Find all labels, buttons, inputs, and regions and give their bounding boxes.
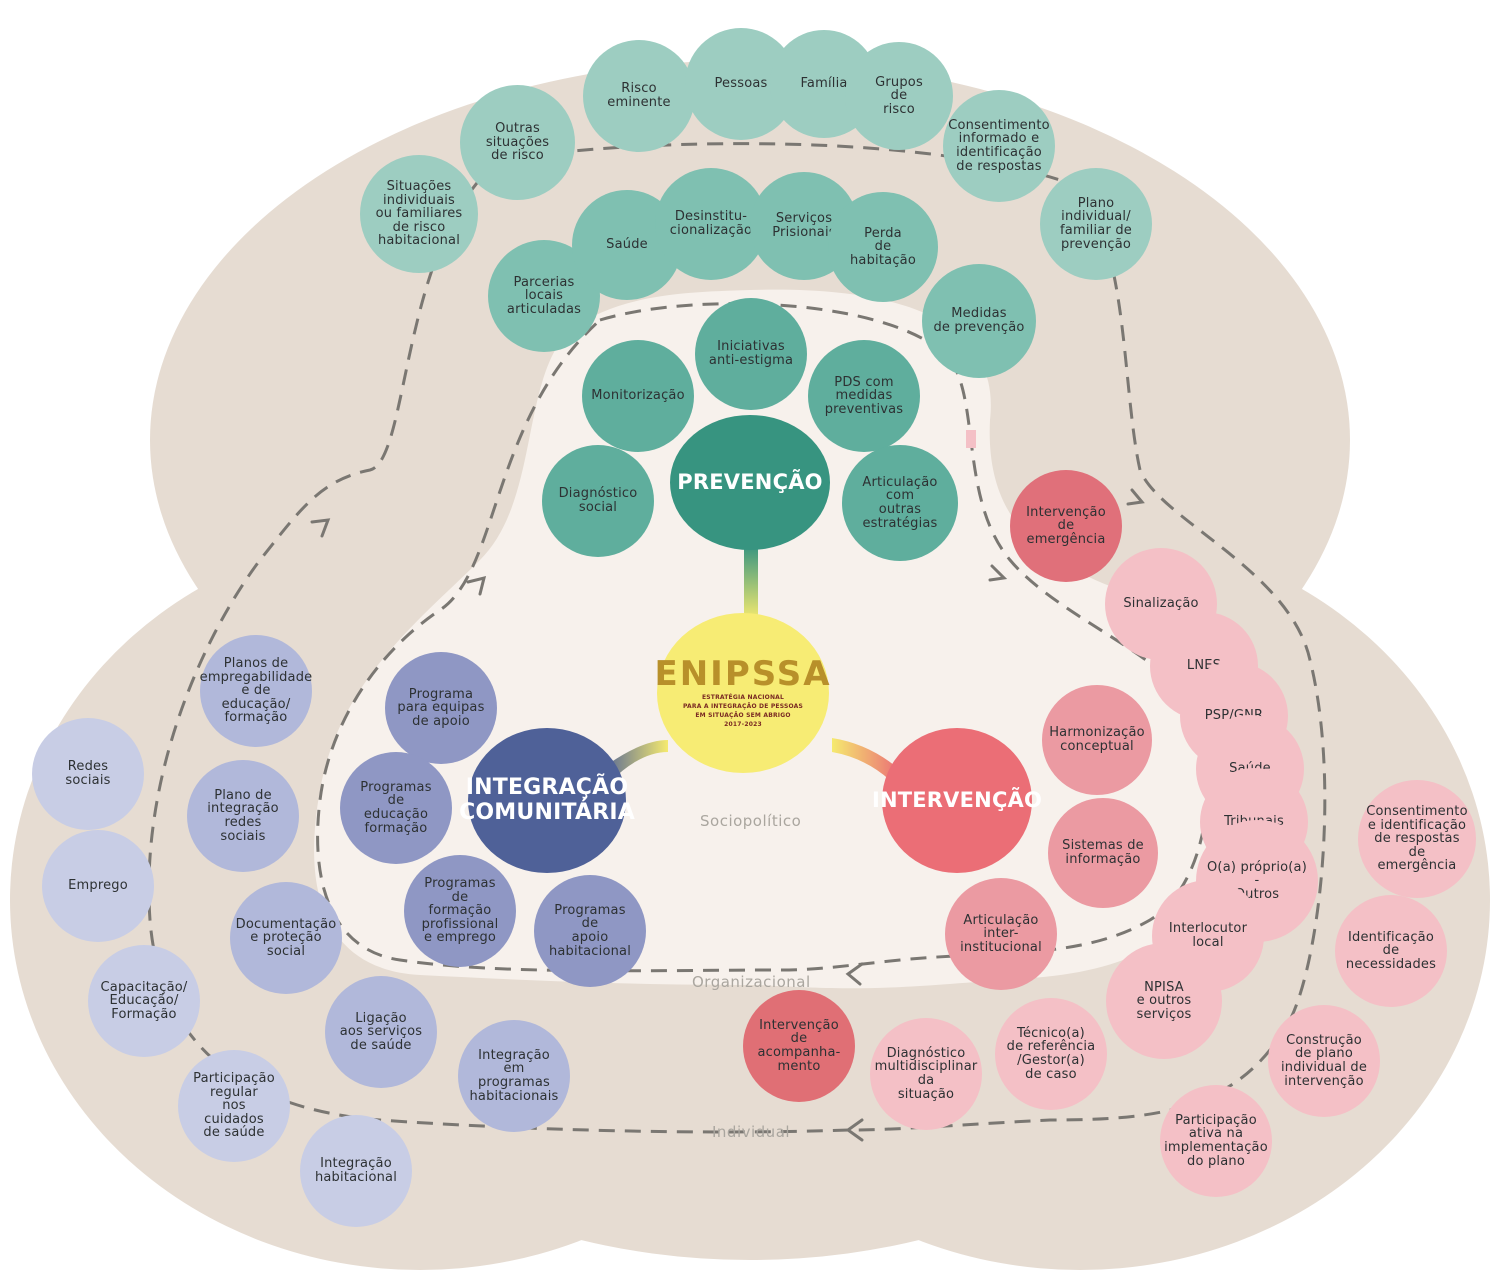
- small-marker: [966, 430, 976, 448]
- bubble-perda-de-habitacao: Perda de habitação: [828, 192, 938, 302]
- bubble-sistemas-de-informacao: Sistemas de informação: [1048, 798, 1158, 908]
- axis-prevencao: PREVENÇÃO: [670, 415, 830, 550]
- logo-subtitle-1: ESTRATÉGIA NACIONAL: [701, 694, 785, 702]
- bubble-programas-educacao-formacao: Programas de educação formação: [340, 752, 452, 864]
- bubble-harmonizacao-conceptual: Harmonização conceptual: [1042, 685, 1152, 795]
- bubble-npisa-outros-servicos: NPISA e outros serviços: [1106, 943, 1222, 1059]
- bubble-programas-apoio-habitacional: Programas de apoio habitacional: [534, 875, 646, 987]
- bubble-situacoes-individuais: Situações individuais ou familiares de r…: [360, 155, 478, 273]
- bubble-monitorizacao: Monitorização: [582, 340, 694, 452]
- bubble-consentimento-emergencia: Consentimento e identificação de respost…: [1358, 780, 1476, 898]
- center-logo: ENIPSSA ESTRATÉGIA NACIONAL PARA A INTEG…: [654, 613, 832, 773]
- bubble-intervencao-emergencia: Intervenção de emergência: [1010, 470, 1122, 582]
- bubble-diagnostico-multidisciplinar: Diagnóstico multidisciplinar da situação: [870, 1018, 982, 1130]
- bubble-planos-empregabilidade: Planos de empregabilidade e de educação/…: [200, 635, 312, 747]
- label-organizacional: Organizacional: [692, 973, 811, 991]
- axis-integracao-comunitaria: INTEGRAÇÃO COMUNITÁRIA: [459, 728, 635, 873]
- bubble-documentacao-protecao: Documentação e proteção social: [230, 882, 342, 994]
- bubble-capacitacao: Capacitação/ Educação/ Formação: [88, 945, 200, 1057]
- bubble-participacao-regular: Participação regular nos cuidados de saú…: [178, 1050, 290, 1162]
- bubble-intervencao-acompanhamento: Intervenção de acompanha- mento: [743, 990, 855, 1102]
- bubble-redes-sociais: Redes sociais: [32, 718, 144, 830]
- bubble-consentimento-informado: Consentimento informado e identificação …: [943, 90, 1055, 202]
- bubble-desinstitucionalizacao: Desinstitu- cionalização: [655, 168, 767, 280]
- dashed-paths: [147, 142, 1327, 1134]
- bubble-programa-equipas-apoio: Programa para equipas de apoio: [385, 652, 497, 764]
- bubble-pds-medidas-preventivas: PDS com medidas preventivas: [808, 340, 920, 452]
- bubble-grupos-de-risco: Grupos de risco: [845, 42, 953, 150]
- bubble-integracao-programas-habitacionais: Integração em programas habitacionais: [458, 1020, 570, 1132]
- bubble-pessoas: Pessoas: [685, 28, 797, 140]
- logo-years: 2017-2023: [724, 720, 762, 728]
- bubble-participacao-ativa: Participação ativa na implementação do p…: [1160, 1085, 1272, 1197]
- bubble-diagnostico-social: Diagnóstico social: [542, 445, 654, 557]
- bubble-construcao-plano: Construção de plano individual de interv…: [1268, 1005, 1380, 1117]
- bubble-plano-individual-familiar: Plano individual/ familiar de prevenção: [1040, 168, 1152, 280]
- bubble-plano-integracao-redes: Plano de integração redes sociais: [187, 760, 299, 872]
- label-sociopolitico: Sociopolítico: [700, 812, 802, 830]
- bubble-integracao-habitacional: Integração habitacional: [300, 1115, 412, 1227]
- axis-intervencao: INTERVENÇÃO: [872, 728, 1042, 873]
- logo-wordmark: ENIPSSA: [654, 654, 832, 695]
- bubble-outras-situacoes: Outras situações de risco: [460, 85, 575, 200]
- label-individual: Individual: [712, 1123, 791, 1141]
- logo-subtitle-2: PARA A INTEGRAÇÃO DE PESSOAS: [683, 702, 803, 710]
- arrow-heads: [310, 488, 1145, 1142]
- logo-subtitle-3: EM SITUAÇÃO SEM ABRIGO: [695, 711, 791, 719]
- bubble-risco-eminente: Risco eminente: [583, 40, 695, 152]
- bubble-medidas-de-prevencao: Medidas de prevenção: [922, 264, 1036, 378]
- bubble-ligacao-servicos-saude: Ligação aos serviços de saúde: [325, 976, 437, 1088]
- bubble-identificacao-necessidades: Identificação de necessidades: [1335, 895, 1447, 1007]
- connector-intervencao: [832, 738, 900, 782]
- bubble-iniciativas-anti-estigma: Iniciativas anti-estigma: [695, 298, 807, 410]
- bubble-tecnico-de-referencia: Técnico(a) de referência /Gestor(a) de c…: [995, 998, 1107, 1110]
- connector-prevencao: [744, 545, 758, 620]
- bubble-emprego: Emprego: [42, 830, 154, 942]
- bubble-programas-formacao-emprego: Programas de formação profissional e emp…: [404, 855, 516, 967]
- bubble-articulacao-interinstitucional: Articulação inter- institucional: [945, 878, 1057, 990]
- bubble-articulacao-outras-estrategias: Articulação com outras estratégias: [842, 445, 958, 561]
